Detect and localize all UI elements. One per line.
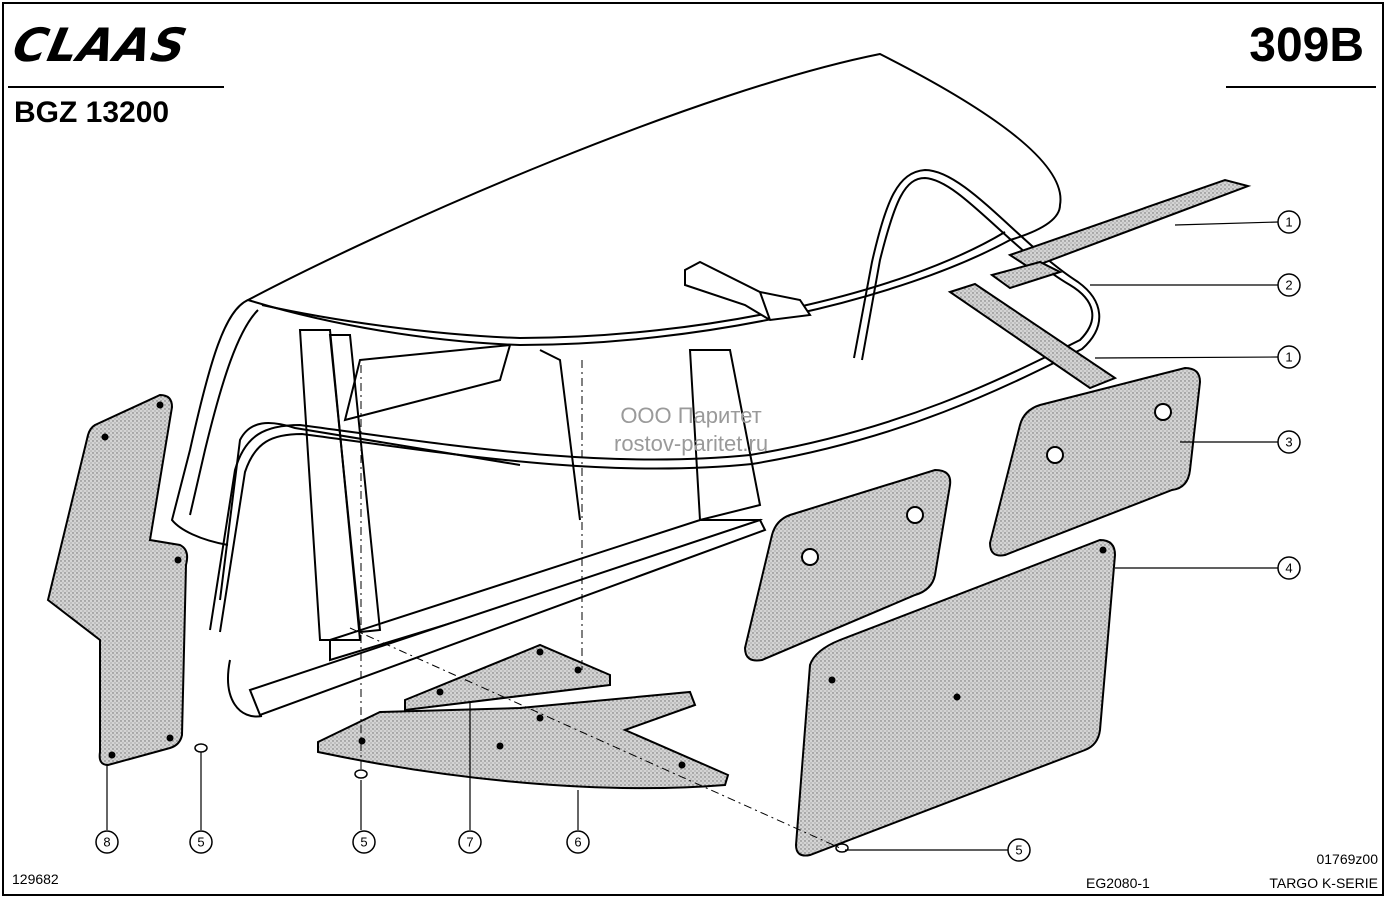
callout-label: 1 [1285,215,1292,230]
leader-lines [106,221,1279,851]
callout-5-center: 5 [352,830,376,854]
strip-part-1-lower [947,282,1118,390]
callout-7: 7 [458,830,482,854]
panel-part-8 [46,393,189,767]
cab-frame-pillars [219,329,767,718]
strip-part-2 [989,260,1063,290]
watermark-line-2: rostov-paritet.ru [614,430,769,456]
callout-label: 6 [574,835,581,850]
callout-2: 2 [1277,273,1301,297]
watermark-line-1: ООО Паритет [620,403,762,428]
alignment-lines [349,360,841,849]
callout-label: 5 [360,835,367,850]
panel-part-3-lower [743,468,952,662]
callout-5-right: 5 [1007,838,1031,862]
strip-part-1-upper [1007,178,1252,270]
footer-series: TARGO K-SERIE [1269,875,1378,891]
plate-part-7 [404,643,611,712]
callout-4: 4 [1277,556,1301,580]
seal-strip [209,168,1101,633]
panel-part-4 [794,538,1117,857]
footer-left-code: 129682 [12,871,59,887]
page-number: 309B [1249,19,1364,72]
panel-part-3-upper [988,366,1202,557]
roof-brackets [684,260,812,322]
callout-label: 8 [103,835,110,850]
cab-roof [170,52,1062,546]
page-number-underline [1226,86,1376,88]
callout-6: 6 [566,830,590,854]
callout-label: 7 [466,835,473,850]
footer-center-code: EG2080-1 [1086,875,1150,891]
callout-1-top: 1 [1277,210,1301,234]
callout-label: 5 [197,835,204,850]
callout-label: 2 [1285,278,1292,293]
footer-drawing-code: 01769z00 [1316,851,1378,867]
logo-underline [8,86,224,88]
watermark: ООО Паритет rostov-paritet.ru [614,402,768,457]
callout-label: 1 [1285,350,1292,365]
callout-5-left: 5 [189,830,213,854]
plate-part-6 [317,690,730,790]
callout-3: 3 [1277,430,1301,454]
model-number: BGZ 13200 [14,96,170,129]
callout-label: 3 [1285,435,1292,450]
callout-label: 5 [1015,843,1022,858]
callout-8: 8 [95,830,119,854]
callout-label: 4 [1285,561,1292,576]
callout-1-lower: 1 [1277,345,1301,369]
